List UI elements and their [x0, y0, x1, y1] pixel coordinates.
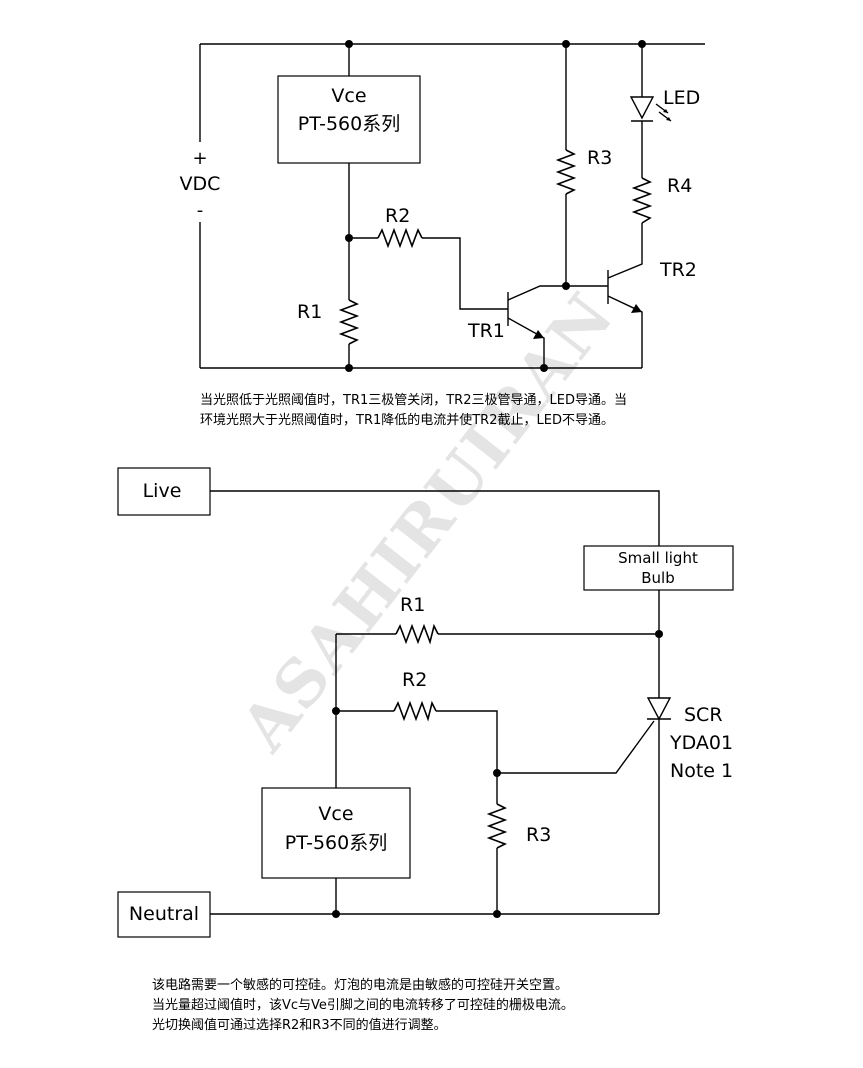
- caption-2-line-3: 光切换阈值可通过选择R2和R3不同的值进行调整。: [152, 1018, 447, 1033]
- supply-plus: +: [192, 148, 207, 169]
- bulb-box: [583, 545, 734, 591]
- tr2-label: TR2: [659, 259, 697, 281]
- r1-resistor: [338, 299, 360, 345]
- caption-1-line-1: 当光照低于光照阈值时，TR1三极管关闭，TR2三极管导通，LED导通。当: [200, 393, 627, 408]
- scr-line3: Note 1: [670, 760, 733, 782]
- caption-2-line-1: 该电路需要一个敏感的可控硅。灯泡的电流是由敏感的可控硅开关空置。: [152, 978, 569, 993]
- supply-label: VDC: [180, 173, 221, 195]
- r2-wire: [349, 237, 508, 310]
- scr-line1: SCR: [684, 704, 723, 726]
- led-diode: [629, 96, 672, 122]
- sensor2-line1: Vce: [318, 803, 353, 825]
- r3-label: R3: [587, 147, 612, 169]
- r1-label-2: R1: [400, 594, 425, 616]
- r1-label: R1: [297, 301, 322, 323]
- scr-line2: YDA01: [669, 732, 733, 754]
- r1-resistor-2: [395, 623, 439, 645]
- watermark: ASAHIRUIRAN: [226, 279, 629, 766]
- neutral-label: Neutral: [129, 903, 199, 925]
- sensor2-line2: PT-560系列: [285, 832, 387, 854]
- r3-resistor-2: [486, 803, 508, 849]
- caption-circuit-1: 当光照低于光照阈值时，TR1三极管关闭，TR2三极管导通，LED导通。当 环境光…: [200, 391, 627, 431]
- live-label: Live: [143, 480, 182, 502]
- circuit-2: Live Neutral Small light Bulb R1 R2 R3 S…: [117, 467, 734, 938]
- sensor1-line2: PT-560系列: [298, 113, 400, 135]
- r2-label: R2: [385, 205, 410, 227]
- tr1-transistor: [507, 285, 608, 368]
- circuit-1: Vce PT-560系列 + VDC - R1 R2 R3 R4 LED TR1…: [180, 40, 705, 372]
- scr-symbol: [646, 697, 672, 721]
- r3-resistor: [555, 149, 577, 195]
- bulb-line2: Bulb: [641, 569, 675, 587]
- junction-dots-1: [345, 40, 646, 372]
- live-wire: [210, 490, 660, 546]
- tr2-transistor: [607, 223, 643, 368]
- sensor-box-1: [277, 75, 421, 164]
- r2-label-2: R2: [402, 669, 427, 691]
- r2-resistor-2: [393, 700, 437, 722]
- supply-minus: -: [197, 200, 204, 221]
- gate-wire: [497, 720, 655, 774]
- r3-label-2: R3: [526, 824, 551, 846]
- r2-resistor: [377, 227, 423, 249]
- caption-circuit-2: 该电路需要一个敏感的可控硅。灯泡的电流是由敏感的可控硅开关空置。 当光量超过阈值…: [152, 976, 574, 1036]
- r4-label: R4: [667, 175, 692, 197]
- junction-dots-2: [332, 630, 663, 918]
- r4-resistor: [631, 177, 653, 224]
- sensor-box-2: [261, 787, 411, 879]
- caption-1-line-2: 环境光照大于光照阈值时，TR1降低的电流并使TR2截止，LED不导通。: [200, 413, 614, 428]
- bulb-line1: Small light: [618, 549, 698, 567]
- tr1-label: TR1: [467, 320, 505, 342]
- led-label: LED: [663, 87, 700, 109]
- live-box: [117, 467, 211, 516]
- sensor1-line1: Vce: [331, 85, 366, 107]
- caption-2-line-2: 当光量超过阈值时，该Vc与Ve引脚之间的电流转移了可控硅的栅极电流。: [152, 998, 574, 1013]
